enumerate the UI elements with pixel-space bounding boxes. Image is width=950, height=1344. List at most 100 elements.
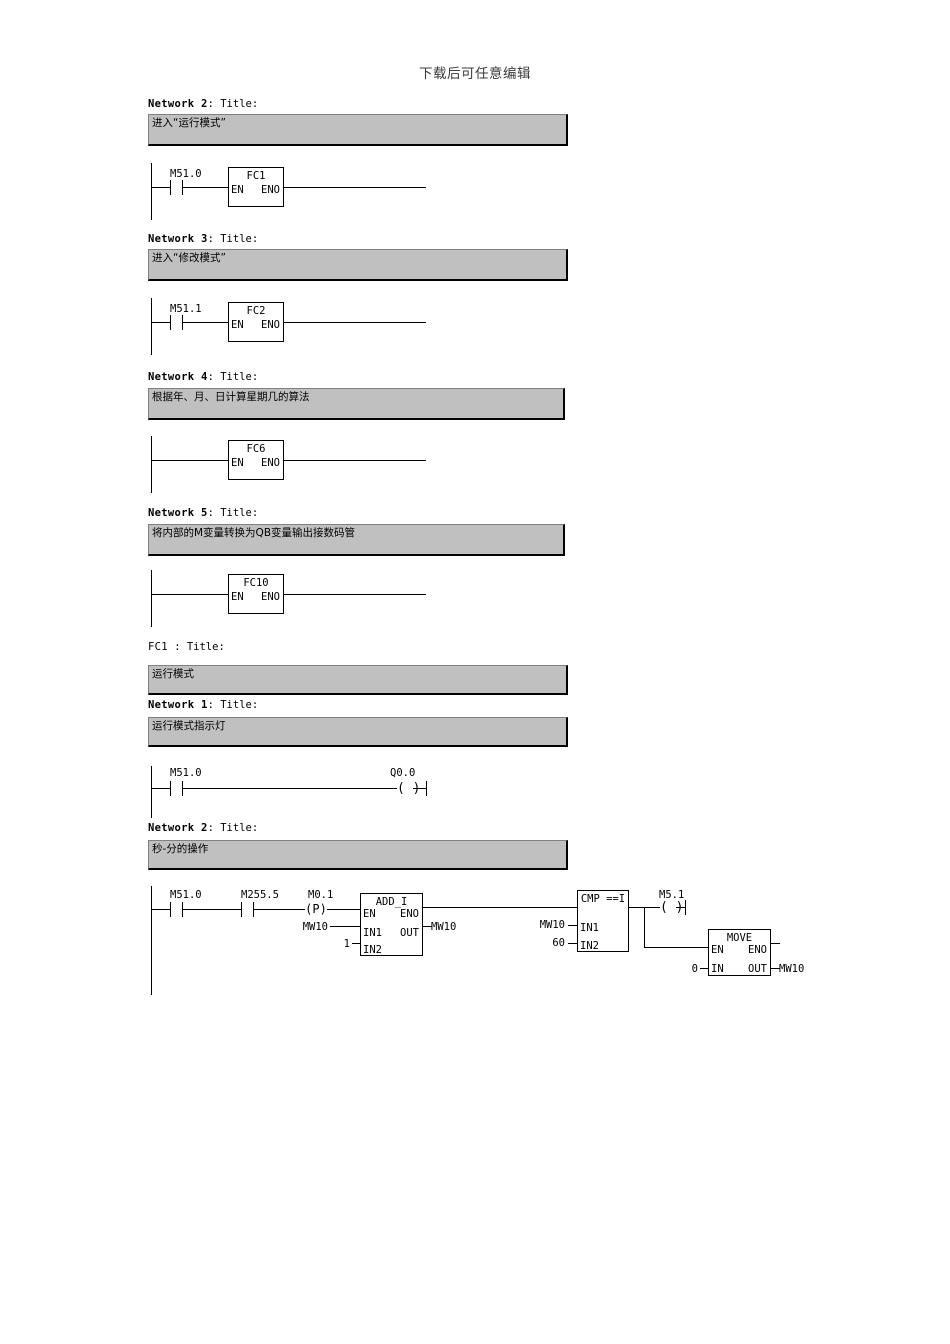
operand-add-in1: MW10	[302, 921, 328, 933]
coil-output-q0-0[interactable]: ( )	[397, 781, 421, 796]
network-label-name: Network 3	[148, 233, 208, 245]
pin-eno: ENO	[261, 591, 280, 603]
network-comment-box-fc1-net2[interactable]: 秒-分的操作	[148, 840, 568, 870]
function-block-name: FC1	[246, 170, 266, 182]
rung-wire-out	[284, 460, 426, 461]
network-label-name: Network 4	[148, 371, 208, 383]
pin-en: EN	[231, 457, 244, 469]
function-block-fc1[interactable]: FC1 EN ENO	[228, 167, 284, 207]
pin-en: EN	[231, 184, 244, 196]
rung-wire	[644, 947, 708, 948]
block-comment-box-fc1[interactable]: 运行模式	[148, 665, 568, 695]
contact-label-m51-0: M51.0	[170, 168, 202, 180]
coil-output-m5-1[interactable]: ( )	[660, 900, 684, 915]
power-rail	[151, 570, 152, 627]
function-block-name: FC2	[246, 305, 266, 317]
power-rail	[151, 298, 152, 355]
contact-no-m51-0[interactable]	[170, 781, 183, 796]
network-label-title: : Title:	[207, 98, 259, 110]
network-comment-text: 将内部的M变量转换为QB变量输出接数码管	[152, 527, 356, 539]
power-rail	[151, 886, 152, 995]
power-rail	[151, 766, 152, 818]
rung-wire	[151, 909, 170, 910]
function-block-name: FC6	[246, 443, 266, 455]
operand-wire	[330, 926, 360, 927]
block-comment-text: 运行模式	[152, 668, 194, 680]
rung-end-bar	[426, 781, 427, 796]
operand-wire	[568, 925, 577, 926]
function-block-add-i[interactable]: ADD_I EN ENO IN1 OUT IN2	[360, 893, 423, 956]
network-comment-box-ob-net5[interactable]: 将内部的M变量转换为QB变量输出接数码管	[148, 524, 565, 556]
contact-label-m255-5: M255.5	[241, 889, 279, 901]
rung-wire	[183, 788, 397, 789]
network-label-name: Network 2	[148, 822, 208, 834]
rung-wire	[644, 907, 660, 908]
pin-in2: IN2	[363, 944, 382, 956]
network-label-name: Network 5	[148, 507, 208, 519]
rung-wire	[151, 788, 170, 789]
coil-label-m0-1: M0.1	[308, 889, 334, 901]
network-label-title: : Title:	[207, 699, 259, 711]
rung-wire	[151, 460, 228, 461]
contact-label-m51-0: M51.0	[170, 767, 202, 779]
contact-no-m51-1[interactable]	[170, 315, 183, 330]
pin-in1: IN1	[580, 922, 599, 934]
operand-move-out: MW10	[779, 963, 805, 975]
network-label-name: Network 2	[148, 98, 208, 110]
operand-cmp-in1: MW10	[539, 919, 565, 931]
pin-en: EN	[363, 908, 376, 920]
function-block-fc6[interactable]: FC6 EN ENO	[228, 440, 284, 480]
rung-wire	[676, 907, 685, 908]
function-block-cmp-eq[interactable]: CMP ==I IN1 IN2	[577, 890, 629, 952]
operand-wire	[700, 968, 708, 969]
rung-wire	[629, 907, 644, 908]
block-label-name: FC1	[148, 641, 168, 653]
rung-end-bar	[685, 900, 686, 915]
pin-en: EN	[231, 319, 244, 331]
pin-eno: ENO	[261, 184, 280, 196]
network-comment-text: 进入“运行模式”	[152, 117, 226, 129]
pin-out: OUT	[400, 927, 419, 939]
rung-wire	[151, 594, 228, 595]
pin-eno: ENO	[748, 944, 767, 956]
network-label-title: : Title:	[207, 822, 259, 834]
pin-eno: ENO	[261, 319, 280, 331]
coil-pulse-m0-1[interactable]: (P)	[305, 902, 327, 916]
function-block-name: CMP ==I	[580, 893, 626, 905]
network-comment-box-ob-net2[interactable]: 进入“运行模式”	[148, 114, 568, 146]
rung-wire	[327, 909, 360, 910]
operand-cmp-in2: 60	[552, 937, 565, 949]
operand-wire	[771, 943, 780, 944]
pin-en: EN	[711, 944, 724, 956]
function-block-name: ADD_I	[375, 896, 408, 908]
network-comment-box-ob-net4[interactable]: 根据年、月、日计算星期几的算法	[148, 388, 565, 420]
rung-wire-out	[284, 187, 426, 188]
function-block-fc10[interactable]: FC10 EN ENO	[228, 574, 284, 614]
network-label-ob-net2: Network 2: Title:	[148, 98, 258, 110]
contact-no-m51-0[interactable]	[170, 180, 183, 195]
function-block-fc2[interactable]: FC2 EN ENO	[228, 302, 284, 342]
operand-wire	[352, 943, 360, 944]
network-comment-box-fc1-net1[interactable]: 运行模式指示灯	[148, 717, 568, 747]
rung-wire	[183, 909, 241, 910]
rung-wire	[254, 909, 305, 910]
pin-in: IN	[711, 963, 724, 975]
contact-no-m51-0[interactable]	[170, 902, 183, 917]
rung-wire	[183, 322, 228, 323]
network-label-fc1-net2: Network 2: Title:	[148, 822, 258, 834]
contact-label-m51-1: M51.1	[170, 303, 202, 315]
function-block-name: MOVE	[726, 932, 753, 944]
network-label-ob-net3: Network 3: Title:	[148, 233, 258, 245]
pin-in2: IN2	[580, 940, 599, 952]
network-comment-box-ob-net3[interactable]: 进入“修改模式”	[148, 249, 568, 281]
power-rail	[151, 436, 152, 493]
function-block-move[interactable]: MOVE EN ENO IN OUT	[708, 929, 771, 976]
rung-wire	[413, 788, 426, 789]
operand-wire	[568, 943, 577, 944]
contact-no-m255-5[interactable]	[241, 902, 254, 917]
rung-wire	[183, 187, 228, 188]
network-label-fc1-net1: Network 1: Title:	[148, 699, 258, 711]
network-label-name: Network 1	[148, 699, 208, 711]
operand-wire	[771, 968, 780, 969]
